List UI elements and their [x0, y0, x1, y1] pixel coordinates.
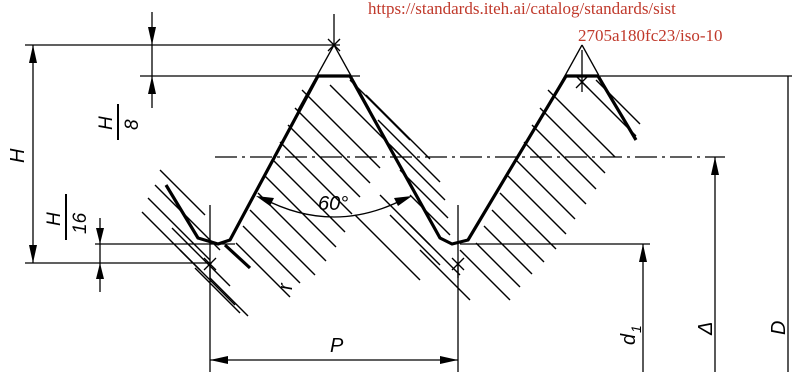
label-d1: d 1 [618, 325, 644, 345]
crest-marker [203, 38, 589, 271]
label-delta: Δ [695, 322, 717, 336]
watermark-url-line2: 2705a180fc23/iso-10 [578, 26, 722, 45]
arrow-H8-top [148, 27, 156, 45]
label-H16-num: H [44, 212, 65, 226]
label-H-over-16: H 16 [44, 194, 91, 240]
label-H: H [7, 148, 29, 163]
root-radius-lead [223, 243, 252, 270]
arrow-delta [711, 157, 719, 175]
fundamental-triangle-right [333, 44, 371, 111]
angle-arc-60 [261, 197, 407, 218]
arrow-d1 [639, 244, 647, 262]
arrow-H16-bottom [96, 263, 104, 279]
arrow-angle-left [256, 196, 274, 206]
label-D: D [768, 321, 790, 335]
arrow-P-right [440, 356, 458, 364]
arrow-angle-right [394, 196, 412, 206]
arrow-H-bottom [29, 245, 37, 263]
arrow-H8-bottom [148, 76, 156, 94]
fundamental-triangle-left-2 [545, 44, 583, 111]
label-P: P [330, 335, 344, 357]
label-H8-num: H [96, 116, 117, 130]
hatching-left-edge [141, 169, 249, 317]
arrow-H-top [29, 45, 37, 63]
label-d1-sub: 1 [628, 325, 644, 333]
hatching-right-tooth [459, 79, 641, 301]
label-H-over-8: H 8 [96, 104, 143, 140]
fundamental-triangle-right-2 [581, 44, 619, 111]
label-r: r [275, 282, 297, 290]
hatching-left-tooth [235, 79, 471, 301]
label-d1-main: d [618, 333, 640, 345]
fundamental-triangle-left [297, 44, 335, 111]
label-H16-den: 16 [70, 212, 91, 234]
label-H8-den: 8 [122, 119, 143, 130]
label-angle: 60° [318, 193, 348, 215]
thread-profile-line [164, 74, 638, 246]
watermark-url-line1: https://standards.iteh.ai/catalog/standa… [368, 0, 676, 18]
arrow-P-left [210, 356, 228, 364]
arrow-H16-top [96, 228, 104, 244]
